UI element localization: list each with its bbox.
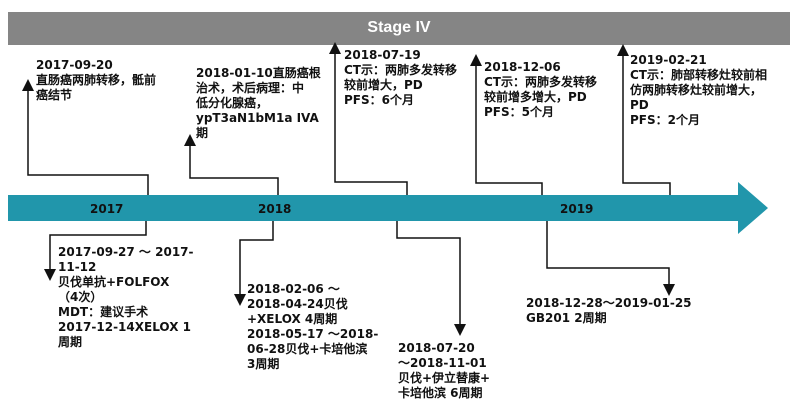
- event-above-2017-09-20: 2017-09-20 直肠癌两肺转移，骶前 癌结节: [36, 58, 157, 102]
- event-below-2018-12-28: 2018-12-28～2019-01-25 GB201 2周期: [526, 296, 692, 325]
- event-below-2018-07-20: 2018-07-20 ～2018-11-01 贝伐+伊立替康+ 卡培他滨 6周期: [398, 341, 491, 400]
- connector-above-1: [22, 79, 149, 195]
- connector-above-3: [329, 42, 408, 195]
- connector-below-1: [44, 221, 147, 281]
- stage-banner: Stage IV: [8, 12, 790, 45]
- year-label-2019: 2019: [560, 202, 594, 216]
- year-label-2018: 2018: [258, 202, 292, 216]
- timeline-arrow: [8, 182, 768, 234]
- event-above-2018-12-06: 2018-12-06 CT示：两肺多发转移 较前增多增大，PD PFS：5个月: [484, 60, 597, 119]
- year-label-2017: 2017: [90, 202, 124, 216]
- connector-above-5: [617, 44, 671, 195]
- event-above-2019-02-21: 2019-02-21 CT示：肺部转移灶较前相 仿两肺转移灶较前增大， PD P…: [630, 53, 767, 127]
- event-above-2018-07-19: 2018-07-19 CT示：两肺多发转移 较前增大，PD PFS：6个月: [344, 48, 457, 107]
- event-above-2018-01-10: 2018-01-10直肠癌根 治术，术后病理：中 低分化腺癌， ypT3aN1b…: [196, 66, 321, 140]
- stage-title: Stage IV: [367, 19, 431, 36]
- connector-below-4: [546, 221, 675, 296]
- connector-above-2: [184, 134, 279, 195]
- event-below-2017-09-27: 2017-09-27 ～ 2017- 11-12 贝伐单抗+FOLFOX （4次…: [58, 245, 194, 349]
- connector-below-2: [234, 221, 274, 306]
- connector-below-3: [396, 221, 466, 336]
- event-below-2018-02-06: 2018-02-06 ～ 2018-04-24贝伐 +XELOX 4周期 201…: [247, 282, 379, 371]
- connector-above-4: [470, 54, 543, 195]
